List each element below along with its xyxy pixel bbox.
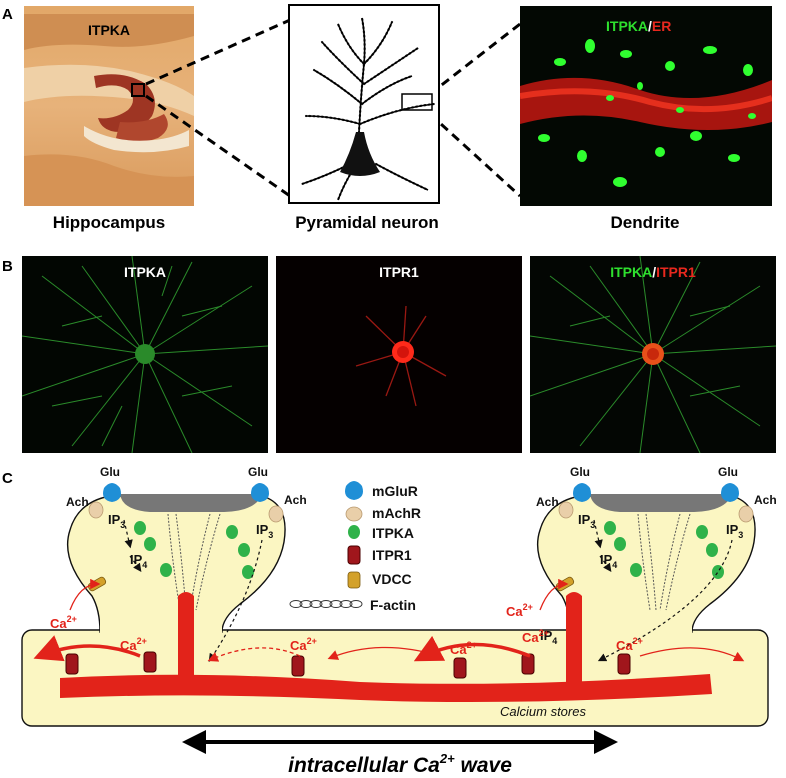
- legend-label-mglur: mGluR: [372, 483, 418, 499]
- ca-label-7: Ca2+: [616, 636, 643, 653]
- dendrite-label-green: ITPKA: [606, 18, 648, 34]
- ip4-label-1: IP4: [130, 552, 147, 570]
- ip3-arrows: [123, 519, 733, 662]
- er-network: [60, 674, 712, 702]
- legend: mGluR mAchR ITPKA ITPR1 VDCC F-actin: [289, 481, 421, 613]
- glu-label-3: Glu: [570, 465, 590, 479]
- dendrite-image: [519, 6, 773, 206]
- neuron-caption: Pyramidal neuron: [295, 213, 439, 232]
- er-spine-left: [178, 592, 194, 682]
- dendrite-label-sep: /: [648, 18, 652, 34]
- legend-label-itpka: ITPKA: [372, 525, 414, 541]
- hippocampus-image: [24, 6, 194, 206]
- itpka-image-label: ITPKA: [124, 264, 166, 280]
- vdcc-icon: [347, 571, 361, 589]
- ip3-label-2: IP3: [256, 522, 273, 540]
- machr-receptors: [88, 501, 754, 523]
- itpka-molecules: [134, 521, 724, 579]
- ca-label-2: Ca2+: [120, 636, 147, 653]
- legend-label-vdcc: VDCC: [372, 571, 412, 587]
- ach-label-3: Ach: [536, 495, 559, 509]
- merge-label-red: ITPR1: [656, 264, 696, 280]
- panel-letter-c: C: [2, 470, 13, 487]
- f-actin-icon: [289, 600, 363, 608]
- ip3-label-4: IP3: [726, 522, 743, 540]
- dendrite-label: ITPKA/ER: [606, 18, 671, 34]
- legend-label-f-actin: F-actin: [370, 597, 416, 613]
- itpr1-receptors: [65, 651, 631, 679]
- hippocampus-stain-label: ITPKA: [88, 22, 130, 38]
- itpr1-image: [276, 256, 522, 453]
- merge-image: [529, 255, 777, 454]
- glu-label-2: Glu: [248, 465, 268, 479]
- legend-label-itpr1: ITPR1: [372, 547, 412, 563]
- ip3-label-1: IP3: [108, 512, 125, 530]
- wave-label: intracellular Ca2+ wave: [288, 751, 512, 777]
- dendrite-label-red: ER: [651, 18, 672, 34]
- ca-label-6: Ca2+: [506, 602, 533, 619]
- zoom-lines: [145, 18, 522, 198]
- ca-label-4: Ca2+: [450, 640, 477, 657]
- psd-left: [120, 494, 262, 512]
- mglur-receptors: [103, 483, 739, 502]
- ca-arrows: [33, 578, 745, 662]
- signaling-diagram: Glu Glu Glu Glu Ach Ach Ach Ach IP3 IP4 …: [21, 465, 777, 777]
- panel-letter-b: B: [2, 258, 13, 275]
- pyramidal-neuron-diagram: [288, 4, 440, 204]
- calcium-stores-label: Calcium stores: [500, 704, 586, 719]
- merge-label-sep: /: [652, 264, 657, 280]
- ip4-label-3: IP4: [540, 628, 557, 646]
- merge-label-green: ITPKA: [610, 264, 653, 280]
- merge-image-label: ITPKA/ITPR1: [530, 264, 776, 280]
- ca-label-3: Ca2+: [290, 636, 317, 653]
- ach-label-4: Ach: [754, 493, 777, 507]
- ip4-label-2: IP4: [600, 552, 617, 570]
- ca-label-1: Ca2+: [50, 614, 77, 631]
- er-spine-right: [566, 592, 582, 682]
- dendrite-caption: Dendrite: [610, 213, 680, 232]
- glu-label-4: Glu: [718, 465, 738, 479]
- machr-icon: [345, 506, 363, 522]
- ca-label-5: Ca2+: [522, 628, 549, 645]
- itpr1-image-label: ITPR1: [379, 264, 419, 280]
- mglur-icon: [345, 481, 363, 500]
- itpr1-icon: [347, 545, 361, 565]
- hippocampus-caption: Hippocampus: [52, 213, 166, 232]
- ip3-label-3: IP3: [578, 512, 595, 530]
- panel-letter-a: A: [2, 6, 13, 23]
- itpka-icon: [348, 525, 360, 539]
- ach-label-1: Ach: [66, 495, 89, 509]
- itpka-image: [21, 255, 269, 454]
- legend-label-machr: mAchR: [372, 505, 421, 521]
- psd-right: [590, 494, 732, 512]
- glu-label-1: Glu: [100, 465, 120, 479]
- ach-label-2: Ach: [284, 493, 307, 507]
